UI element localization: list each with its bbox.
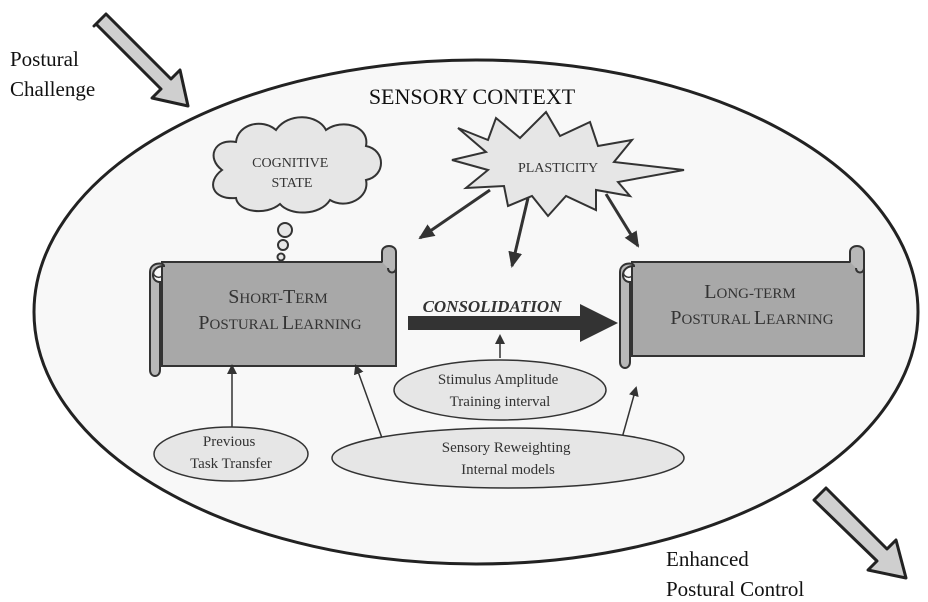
long-term-scroll: LONG-TERM POSTURAL LEARNING: [619, 245, 865, 369]
svg-text:PLASTICITY: PLASTICITY: [518, 161, 598, 176]
consolidation-arrow: CONSOLIDATION: [408, 297, 618, 342]
enhanced-control-label: Enhanced Postural Control: [666, 547, 804, 601]
stimulus-ellipse: Stimulus Amplitude Training interval: [393, 359, 607, 421]
svg-text:Sensory Reweighting Inte: Sensory Reweighting Internal models: [442, 440, 575, 478]
svg-text:COGNITIVE STATE: COGNITIVE STATE: [252, 156, 332, 191]
svg-text:SHORT-TERM POSTURAL LEAR: SHORT-TERM POSTURAL LEARNING: [198, 286, 361, 334]
context-title: SENSORY CONTEXT: [369, 84, 576, 109]
short-term-scroll: SHORT-TERM POSTURAL LEARNING: [149, 245, 397, 377]
enhanced-control-arrow: [812, 486, 908, 580]
svg-text:Previous Task Transfer: Previous Task Transfer: [190, 434, 272, 472]
reweighting-ellipse: Sensory Reweighting Internal models: [331, 427, 685, 489]
plasticity-arrow-right: [604, 193, 640, 248]
previous-ellipse: Previous Task Transfer: [153, 426, 309, 482]
reweighting-arrow-left: [354, 364, 383, 439]
svg-text:CONSOLIDATION: CONSOLIDATION: [423, 297, 563, 316]
plasticity-burst: PLASTICITY: [451, 110, 685, 218]
postural-challenge-arrow: [92, 12, 190, 108]
reweighting-arrow-right: [621, 386, 639, 439]
plasticity-arrow-center: [508, 197, 530, 268]
postural-challenge-label: Postural Challenge: [10, 47, 95, 101]
svg-text:LONG-TERM POSTURAL LEARN: LONG-TERM POSTURAL LEARNING: [670, 281, 833, 329]
svg-text:Stimulus Amplitude Train: Stimulus Amplitude Training interval: [438, 372, 562, 410]
plasticity-arrow-left: [418, 188, 491, 240]
cognitive-state-cloud: COGNITIVE STATE: [212, 116, 382, 262]
